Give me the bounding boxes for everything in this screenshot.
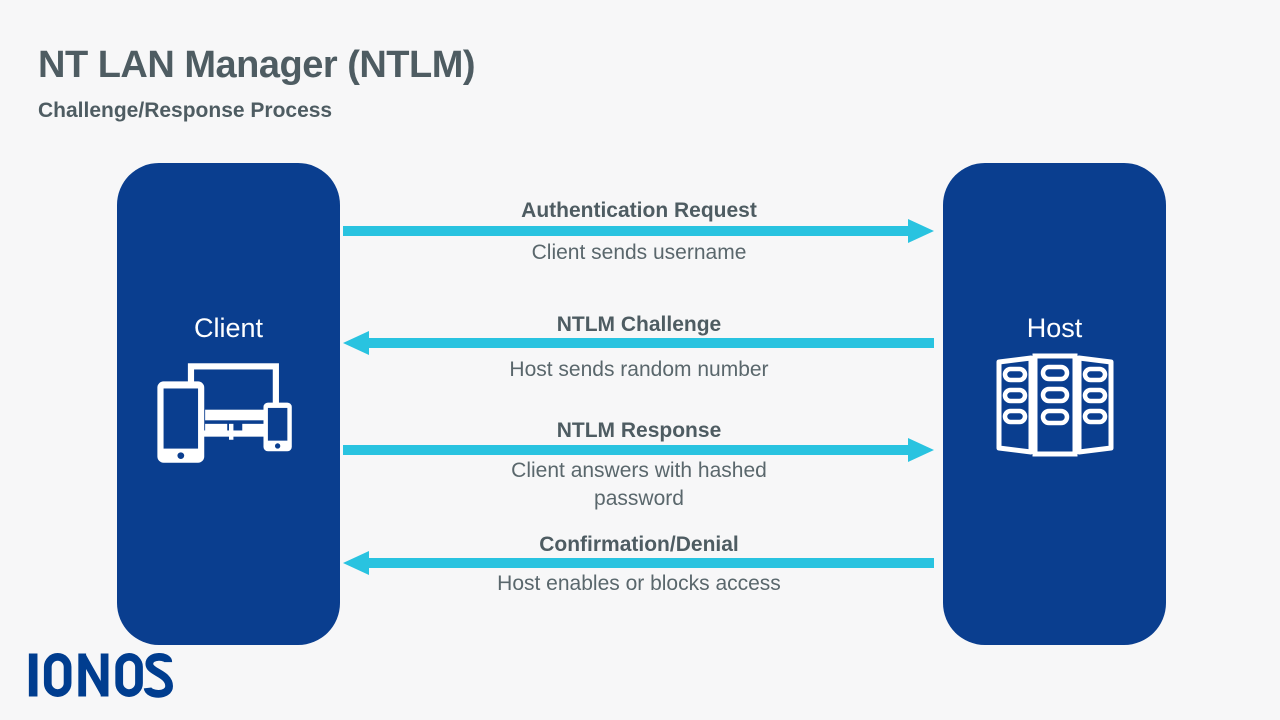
ionos-wordmark-icon <box>28 652 173 698</box>
arrow-shaft <box>343 445 912 455</box>
server-rack-icon <box>996 353 1113 457</box>
message-1-desc: Client sends username <box>531 241 747 264</box>
message-2-title: NTLM Challenge <box>556 313 722 336</box>
ionos-logo: IONOS <box>28 650 176 700</box>
host-node: Host <box>943 163 1166 645</box>
message-3-desc: Client answers with hashed password <box>511 459 767 510</box>
arrow-left-ntlm-challenge <box>343 331 934 355</box>
arrow-head-left-icon <box>343 551 369 575</box>
message-1-title: Authentication Request <box>521 199 757 222</box>
arrow-head-left-icon <box>343 331 369 355</box>
host-node-label: Host <box>1026 313 1083 343</box>
arrow-left-confirmation-denial <box>343 551 934 575</box>
message-2-desc: Host sends random number <box>509 358 769 381</box>
arrow-shaft <box>343 226 912 236</box>
message-3-title: NTLM Response <box>556 419 722 442</box>
page-title: NT LAN Manager (NTLM) <box>38 44 476 86</box>
client-node: Client <box>117 163 340 645</box>
arrow-head-right-icon <box>908 219 934 243</box>
arrow-shaft <box>365 338 934 348</box>
arrow-right-ntlm-response <box>343 438 934 462</box>
arrow-head-right-icon <box>908 438 934 462</box>
arrow-shaft <box>365 558 934 568</box>
devices-icon <box>156 363 292 463</box>
client-node-label: Client <box>193 313 264 343</box>
message-4-desc: Host enables or blocks access <box>497 572 781 595</box>
message-4-title: Confirmation/Denial <box>539 533 739 556</box>
page-subtitle: Challenge/Response Process <box>38 99 333 122</box>
arrow-right-authentication-request <box>343 219 934 243</box>
